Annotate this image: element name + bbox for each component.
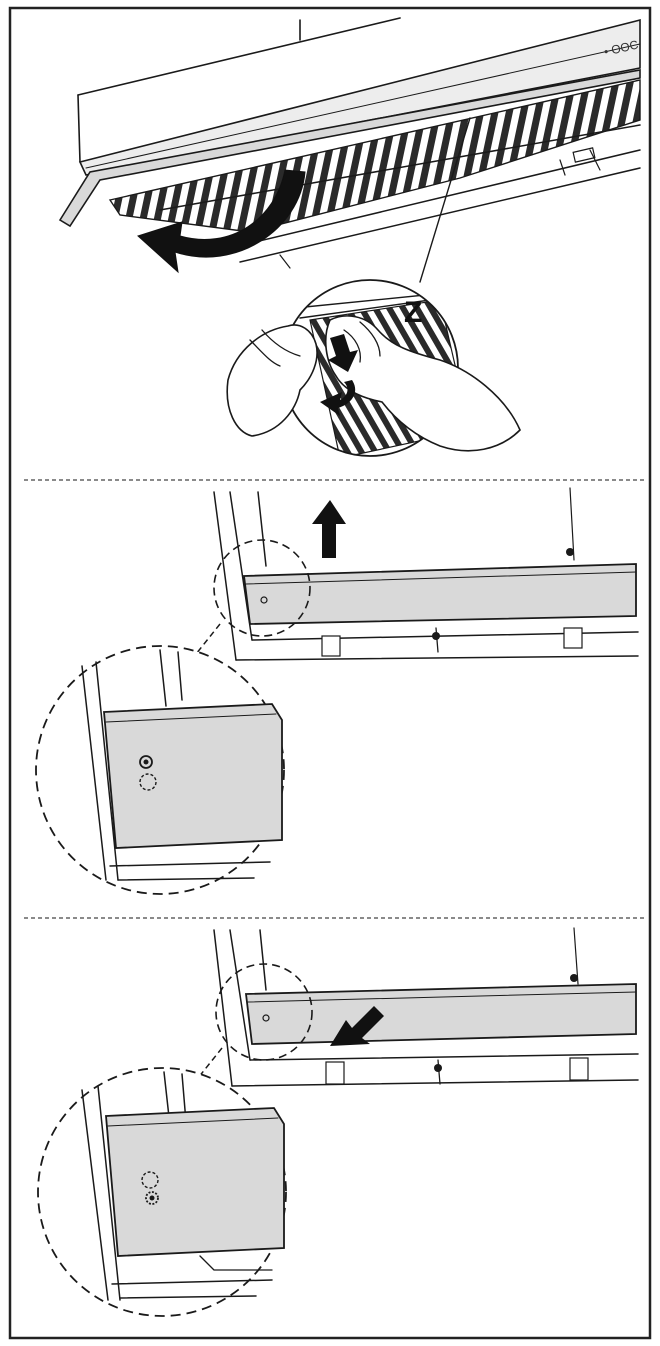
hood-visor — [78, 18, 641, 176]
keyhole-slot — [139, 773, 157, 791]
front-panel — [242, 563, 637, 625]
focus-marker — [213, 539, 311, 637]
zoom-detail-filter-latch: Z — [226, 279, 521, 457]
step-remove-grease-filter: • OOC — [58, 17, 641, 457]
focus-marker — [215, 963, 313, 1061]
right-hand — [324, 315, 521, 452]
keyhole-slot — [141, 1171, 159, 1189]
push-arrow — [328, 334, 358, 372]
grease-filter-grille — [108, 79, 641, 233]
left-hand — [226, 324, 318, 437]
step-pull-front-panel-out — [37, 927, 639, 1317]
zoom-detail-panel-released — [37, 1067, 287, 1317]
front-panel — [244, 983, 637, 1045]
front-panel-open — [58, 69, 641, 228]
front-panel-zoom — [105, 1107, 285, 1257]
tilt-arrow — [320, 380, 356, 416]
step-lift-front-panel — [35, 487, 639, 895]
pull-out-arrow — [330, 1006, 384, 1046]
zoom-label-z: Z — [404, 296, 422, 329]
screw-head — [139, 755, 153, 769]
front-panel-zoom — [103, 703, 283, 849]
lift-up-arrow — [312, 500, 346, 558]
screw-head — [145, 1191, 159, 1205]
zoom-detail-panel-screw — [35, 645, 285, 895]
rotate-arrow — [137, 169, 306, 274]
